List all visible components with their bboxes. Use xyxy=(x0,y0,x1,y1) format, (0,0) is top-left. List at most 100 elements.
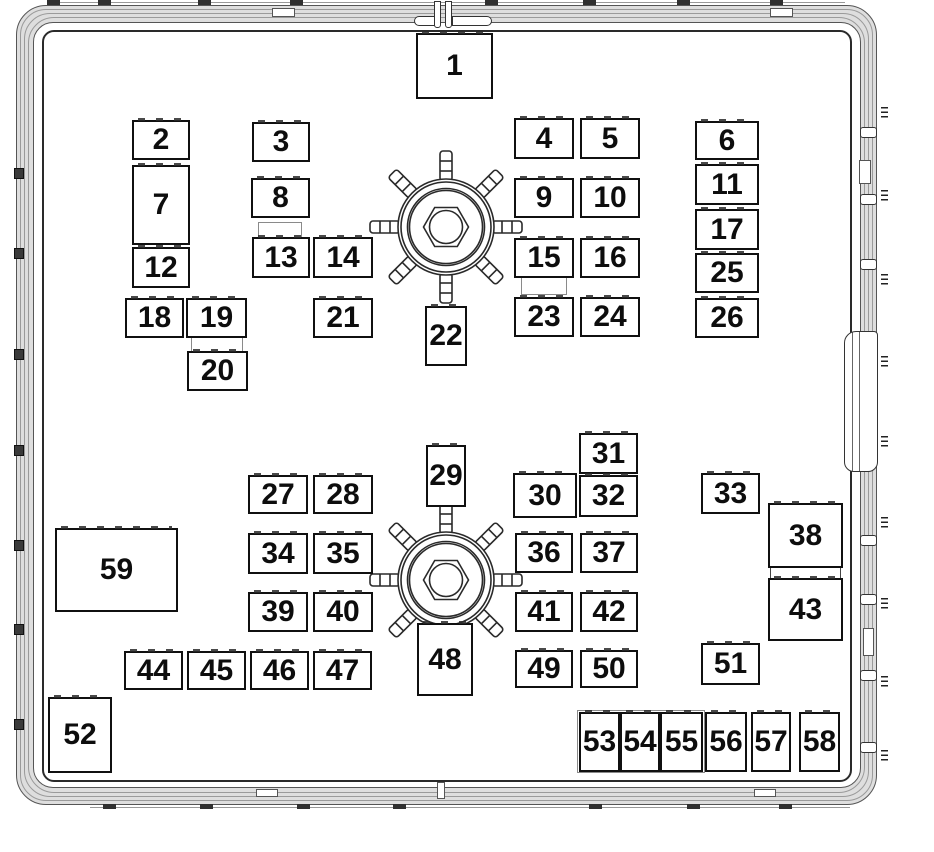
edge-tooth xyxy=(198,0,211,5)
edge-tooth xyxy=(687,804,700,809)
edge-tooth xyxy=(103,804,116,809)
latch-icon xyxy=(452,16,492,26)
fuse-44: 44 xyxy=(124,649,183,690)
band-slot xyxy=(256,789,278,797)
fuse-24: 24 xyxy=(580,295,640,337)
clip-icon xyxy=(860,259,877,270)
rail-tick xyxy=(881,750,888,761)
fuse-17: 17 xyxy=(695,207,759,250)
latch-prong-icon xyxy=(445,1,452,28)
fuse-7: 7 xyxy=(132,163,190,245)
fuse-51: 51 xyxy=(701,641,760,685)
fuse-33: 33 xyxy=(701,471,760,514)
edge-tooth xyxy=(677,0,690,5)
rail-tick xyxy=(881,190,888,201)
edge-tooth xyxy=(98,0,111,5)
fuse-43: 43 xyxy=(768,576,843,641)
clip-icon xyxy=(14,349,24,360)
fuse-57: 57 xyxy=(751,710,791,772)
fuse-45: 45 xyxy=(187,649,246,690)
fuse-30: 30 xyxy=(513,471,577,518)
clip-icon xyxy=(14,445,24,456)
fuse-14: 14 xyxy=(313,235,373,278)
rail-tick xyxy=(881,436,888,447)
rail-tick xyxy=(881,107,888,118)
fuse-10: 10 xyxy=(580,176,640,218)
fuse-23: 23 xyxy=(514,295,574,337)
fuse-54: 54 xyxy=(620,710,660,772)
rail-tick xyxy=(881,274,888,285)
band-slot xyxy=(754,789,776,797)
fuse-9: 9 xyxy=(514,176,574,218)
fuse-21: 21 xyxy=(313,296,373,338)
fuse-48: 48 xyxy=(417,621,473,696)
fuse-19: 19 xyxy=(186,296,247,338)
edge-tooth xyxy=(589,804,602,809)
clip-icon xyxy=(860,742,877,753)
fuse-46: 46 xyxy=(250,649,309,690)
edge-tooth xyxy=(485,0,498,5)
latch-prong-icon xyxy=(434,1,441,28)
clip-icon xyxy=(860,670,877,681)
fuse-58: 58 xyxy=(799,710,840,772)
clip-icon xyxy=(14,248,24,259)
fuse-5: 5 xyxy=(580,116,640,159)
side-channel xyxy=(844,331,878,472)
fuse-59: 59 xyxy=(55,526,178,612)
edge-tooth xyxy=(290,0,303,5)
edge-tooth xyxy=(297,804,310,809)
fuse-35: 35 xyxy=(313,531,373,574)
fuse-41: 41 xyxy=(515,590,573,632)
fuse-16: 16 xyxy=(580,236,640,278)
fuse-2: 2 xyxy=(132,118,190,160)
fuse-53: 53 xyxy=(579,710,620,772)
edge-tooth xyxy=(770,0,783,5)
clip-icon xyxy=(860,194,877,205)
fuse-13: 13 xyxy=(252,235,310,278)
fuse-29: 29 xyxy=(426,443,466,507)
housing-outer-line xyxy=(90,807,850,808)
fuse-20: 20 xyxy=(187,349,248,391)
rail-tick xyxy=(881,356,888,367)
band-slot xyxy=(272,8,295,17)
fuse-50: 50 xyxy=(580,648,638,688)
fuse-36: 36 xyxy=(515,531,573,573)
clip-icon xyxy=(860,594,877,605)
edge-tooth xyxy=(583,0,596,5)
band-slot xyxy=(437,782,445,799)
clip-icon xyxy=(860,535,877,546)
band-slot xyxy=(770,8,793,17)
edge-tooth xyxy=(47,0,60,5)
fuse-34: 34 xyxy=(248,531,308,574)
clip-icon xyxy=(860,127,877,138)
fuse-15: 15 xyxy=(514,236,574,278)
fuse-26: 26 xyxy=(695,296,759,338)
fuse-6: 6 xyxy=(695,119,759,160)
fuse-18: 18 xyxy=(125,296,184,338)
fuse-1: 1 xyxy=(416,31,493,99)
fuse-28: 28 xyxy=(313,473,373,514)
rail-slot xyxy=(859,160,871,184)
clip-icon xyxy=(14,624,24,635)
fuse-39: 39 xyxy=(248,590,308,632)
fuse-42: 42 xyxy=(580,590,638,632)
fuse-11: 11 xyxy=(695,162,759,205)
clip-icon xyxy=(14,719,24,730)
fuse-40: 40 xyxy=(313,590,373,632)
edge-tooth xyxy=(779,804,792,809)
fuse-52: 52 xyxy=(48,695,112,773)
fuse-32: 32 xyxy=(579,473,638,517)
fuse-25: 25 xyxy=(695,251,759,293)
fuse-56: 56 xyxy=(705,710,747,772)
edge-tooth xyxy=(393,804,406,809)
rail-tick xyxy=(881,676,888,687)
rail-slot xyxy=(863,628,874,656)
fuse-27: 27 xyxy=(248,473,308,514)
fuse-49: 49 xyxy=(515,648,573,688)
fuse-12: 12 xyxy=(132,245,190,288)
fuse-22: 22 xyxy=(425,304,467,366)
fuse-8: 8 xyxy=(251,176,310,218)
clip-icon xyxy=(14,168,24,179)
fuse-31: 31 xyxy=(579,431,638,474)
